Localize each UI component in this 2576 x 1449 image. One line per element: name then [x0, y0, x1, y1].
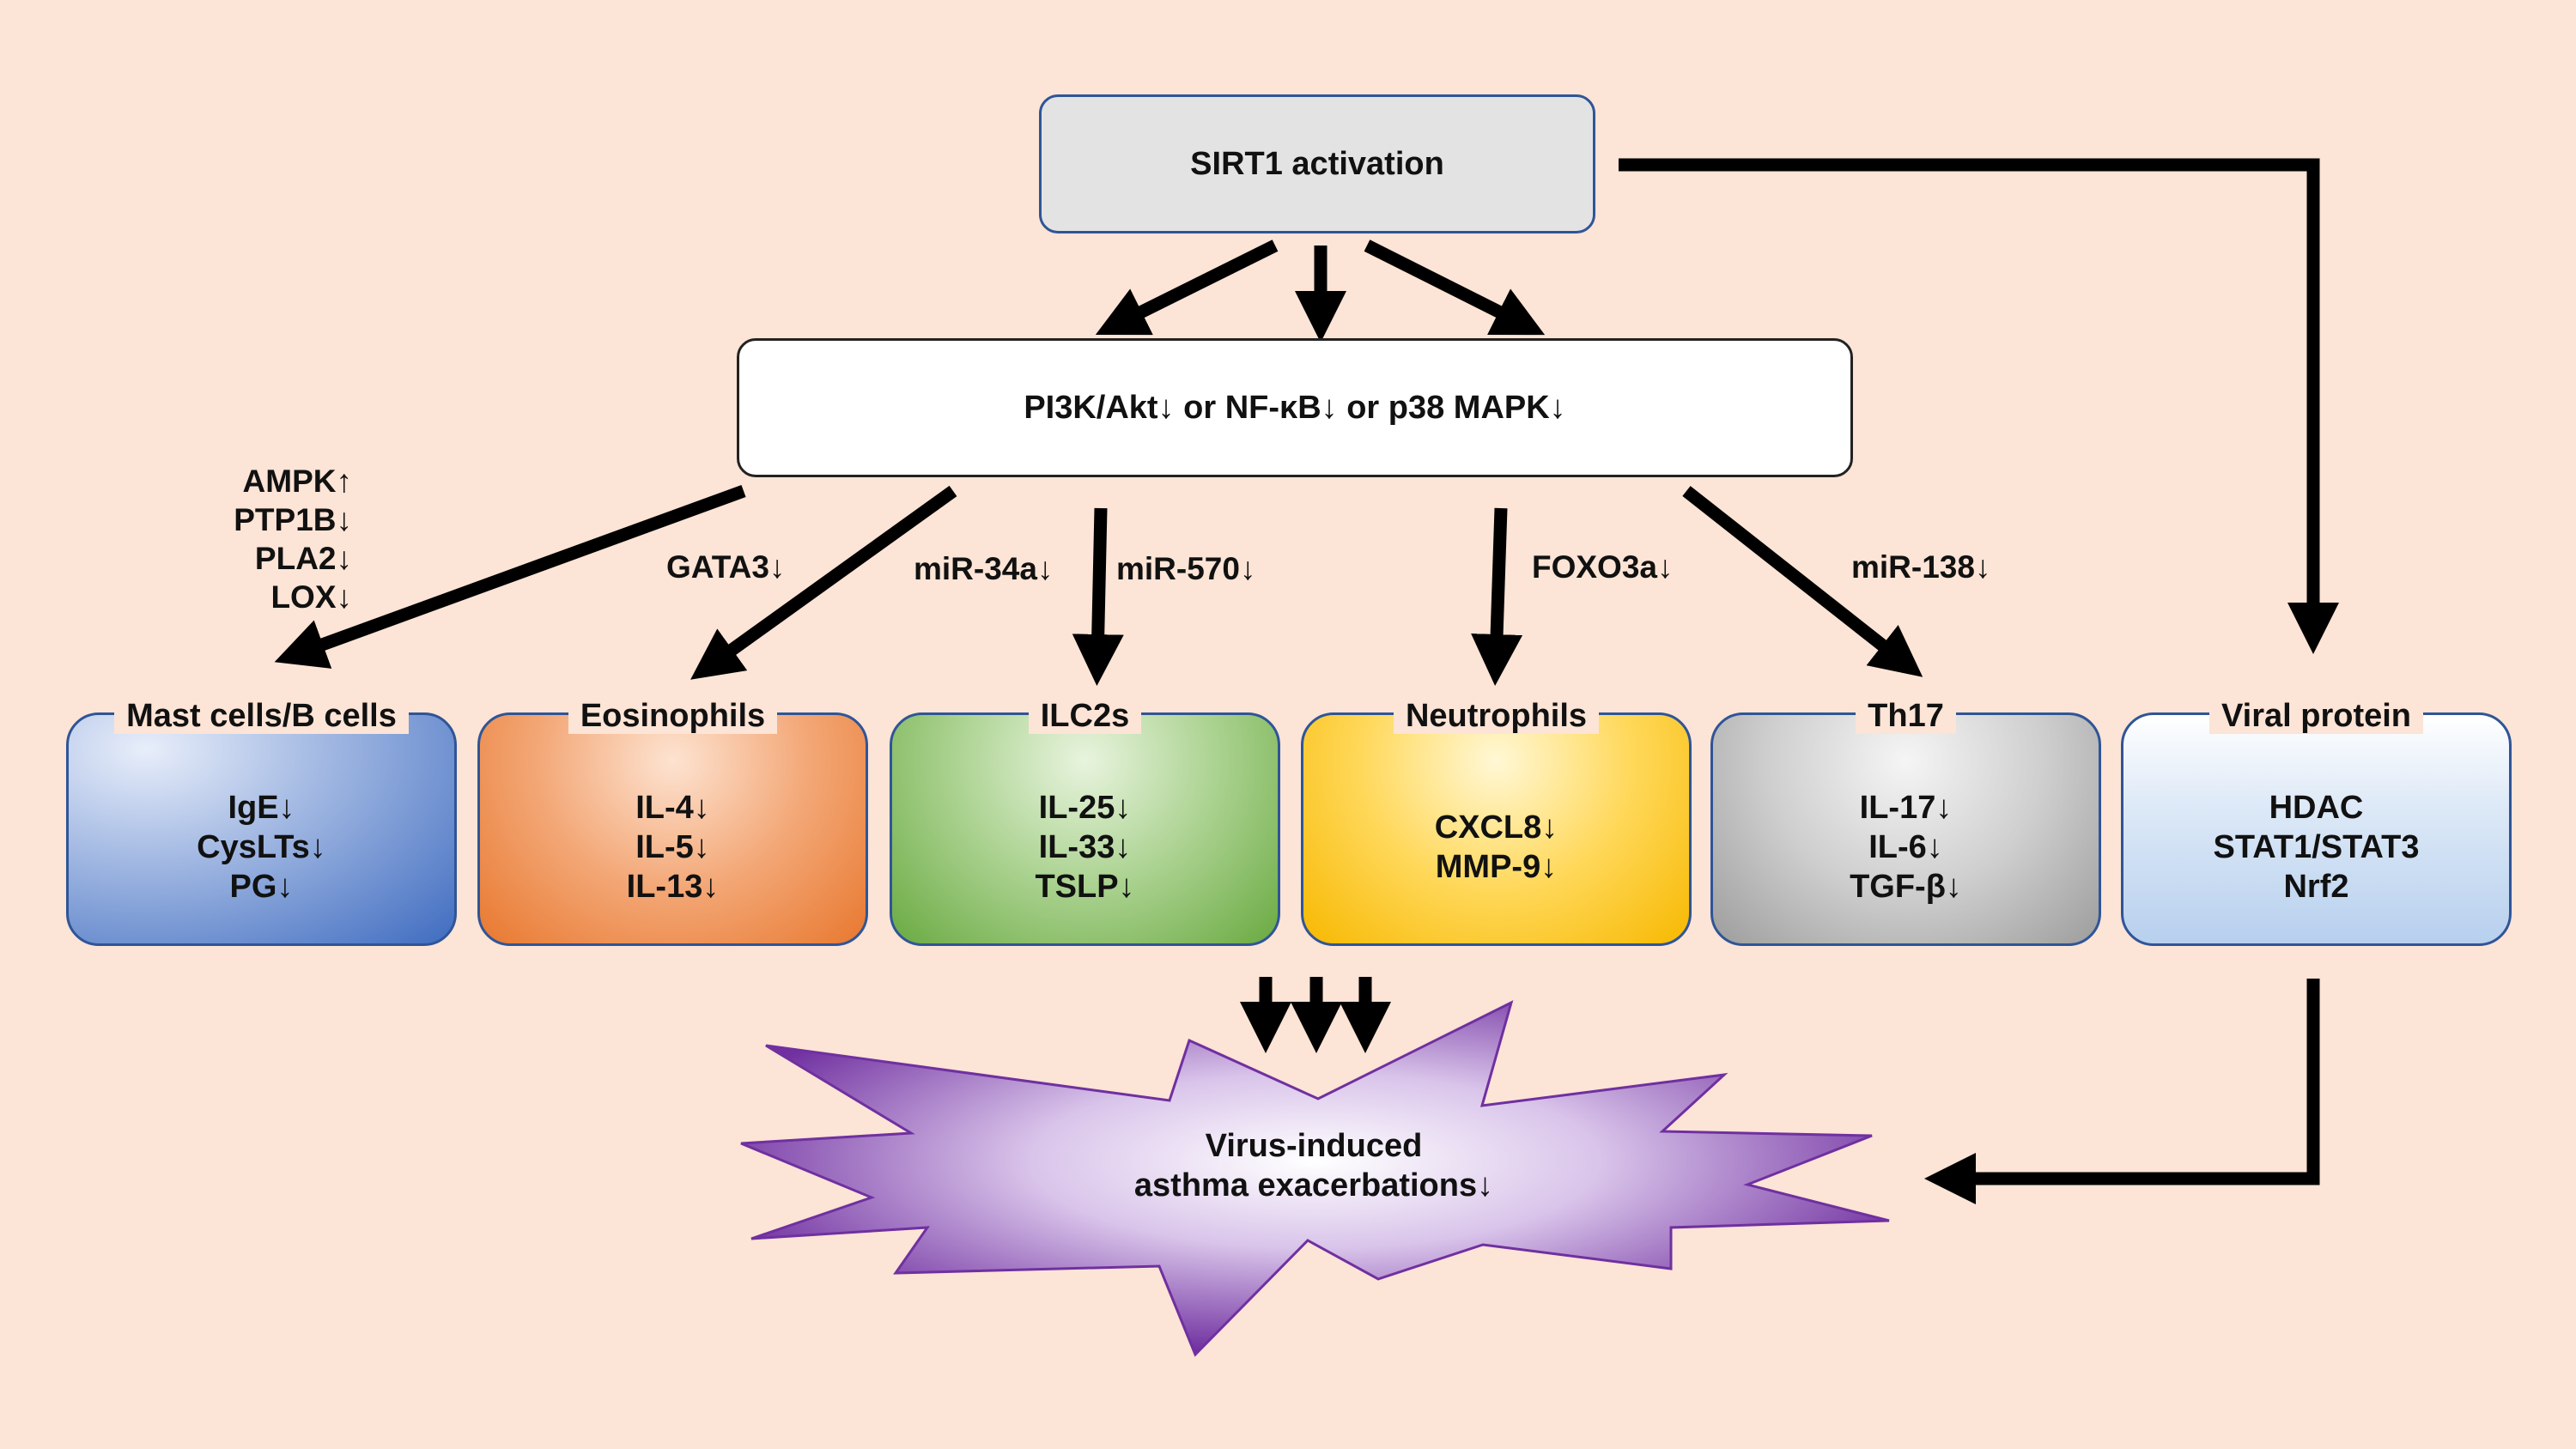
cell-item: IL-33↓ — [1038, 829, 1132, 865]
pathway-label: PI3K/Akt↓ or NF-κB↓ or p38 MAPK↓ — [1024, 389, 1566, 426]
mediator-ampk: AMPK↑ — [242, 464, 352, 499]
cell-item: IgE↓ — [228, 790, 295, 826]
arrow-to-th17 — [1682, 486, 1923, 677]
cell-item: IL-13↓ — [626, 869, 720, 905]
signaling-pathway-node: PI3K/Akt↓ or NF-κB↓ or p38 MAPK↓ — [737, 338, 1853, 477]
cell-item: IL-6↓ — [1868, 829, 1943, 865]
mediator-pla2: PLA2↓ — [254, 541, 352, 576]
outcome-starburst — [740, 1000, 1890, 1357]
cell-title: Mast cells/B cells — [114, 698, 409, 734]
edge-label-mir570: miR-570↓ — [1116, 551, 1256, 586]
sirt1-activation-node: SIRT1 activation — [1039, 94, 1595, 233]
edge-label-foxo3a: FOXO3a↓ — [1532, 549, 1674, 585]
cell-item: IL-17↓ — [1859, 790, 1953, 826]
edge-label-mir138: miR-138↓ — [1851, 549, 1991, 585]
outcome-line-2: asthma exacerbations↓ — [1133, 1167, 1494, 1203]
sirt1-label: SIRT1 activation — [1190, 145, 1444, 182]
arrow-sirt1-to-viral — [1619, 158, 2339, 654]
cell-title: Viral protein — [2208, 698, 2424, 734]
mediator-ptp1b: PTP1B↓ — [234, 502, 352, 537]
arrow-viral-to-outcome — [1924, 979, 2320, 1204]
cell-title: Th17 — [1856, 698, 1956, 734]
cell-box-viral-protein: Viral protein HDAC STAT1/STAT3 Nrf2 — [2121, 698, 2512, 946]
mediator-lox: LOX↓ — [270, 579, 352, 615]
cell-title: ILC2s — [1028, 698, 1142, 734]
arrow-to-mast — [274, 484, 746, 669]
cell-item: HDAC — [2269, 790, 2364, 826]
outcome-label: Virus-induced asthma exacerbations↓ — [1030, 1126, 1597, 1205]
cell-item: IL-4↓ — [635, 790, 710, 826]
arrow-sirt1-left — [1095, 239, 1279, 336]
cell-box-th17: Th17 IL-17↓ IL-6↓ TGF-β↓ — [1710, 698, 2101, 946]
arrow-to-neu — [1471, 507, 1523, 686]
cell-item: CXCL8↓ — [1434, 809, 1558, 846]
cell-item: IL-25↓ — [1038, 790, 1132, 826]
cell-item: TSLP↓ — [1035, 869, 1135, 905]
cell-box-neutrophils: Neutrophils CXCL8↓ MMP-9↓ — [1301, 698, 1692, 946]
cell-item: CysLTs↓ — [197, 829, 326, 865]
cell-item: PG↓ — [229, 869, 294, 905]
cell-box-mast-b-cells: Mast cells/B cells IgE↓ CysLTs↓ PG↓ — [66, 698, 457, 946]
mast-cell-mediator-labels: AMPK↑ PTP1B↓ PLA2↓ LOX↓ — [206, 462, 352, 616]
cell-item: MMP-9↓ — [1435, 849, 1558, 885]
cell-title: Eosinophils — [568, 698, 778, 734]
cell-item: TGF-β↓ — [1850, 869, 1962, 905]
edge-label-mir34a: miR-34a↓ — [914, 551, 1054, 586]
cell-title: Neutrophils — [1393, 698, 1600, 734]
cell-item: IL-5↓ — [635, 829, 710, 865]
cell-item: STAT1/STAT3 — [2213, 829, 2420, 865]
cell-box-eosinophils: Eosinophils IL-4↓ IL-5↓ IL-13↓ — [477, 698, 868, 946]
edge-label-gata3: GATA3↓ — [666, 549, 786, 585]
cell-box-ilc2s: ILC2s IL-25↓ IL-33↓ TSLP↓ — [890, 698, 1280, 946]
cell-item: Nrf2 — [2283, 869, 2349, 905]
arrow-to-eos — [690, 485, 957, 680]
outcome-line-1: Virus-induced — [1205, 1128, 1423, 1164]
arrow-sirt1-right — [1364, 239, 1546, 336]
arrow-to-ilc — [1072, 507, 1124, 686]
